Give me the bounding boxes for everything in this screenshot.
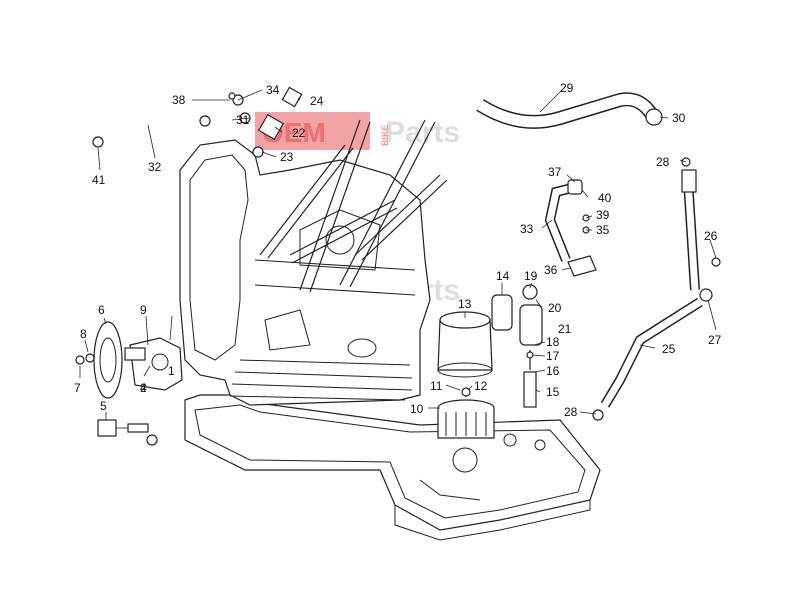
part-label-30: 30 xyxy=(672,111,686,125)
part-label-5: 5 xyxy=(100,399,107,413)
part-label-18: 18 xyxy=(546,335,560,349)
part-label-38: 38 xyxy=(172,93,186,107)
breather-pipe-29 xyxy=(476,92,663,129)
oil-pressure-switch-22 xyxy=(228,86,303,158)
cartridge-21 xyxy=(519,284,543,346)
leader-lines xyxy=(79,89,717,420)
part-label-14: 14 xyxy=(496,269,510,283)
part-label-36: 36 xyxy=(544,263,558,277)
watermark-text-bike: BIKE xyxy=(380,124,390,146)
part-label-31: 31 xyxy=(236,113,250,127)
part-label-19: 19 xyxy=(524,269,538,283)
part-label-37: 37 xyxy=(548,165,562,179)
part-label-16: 16 xyxy=(546,364,560,378)
watermark-text-parts: Parts xyxy=(385,116,460,149)
part-label-33: 33 xyxy=(520,222,534,236)
part-label-27: 27 xyxy=(708,333,722,347)
part-label-20: 20 xyxy=(548,301,562,315)
part-label-6: 6 xyxy=(98,303,105,317)
part-label-1: 1 xyxy=(168,364,175,378)
part-label-28-lower: 28 xyxy=(564,405,578,419)
part-label-15: 15 xyxy=(546,385,560,399)
crankcase-block xyxy=(179,139,431,406)
part-label-39: 39 xyxy=(596,208,610,222)
part-label-21: 21 xyxy=(558,322,572,336)
part-label-13: 13 xyxy=(458,297,472,311)
part-label-32: 32 xyxy=(148,160,162,174)
oil-sump-pan xyxy=(184,394,601,541)
part-label-34: 34 xyxy=(266,83,280,97)
part-label-9: 9 xyxy=(140,303,147,317)
watermark-logo-top: OEM Parts BIKE xyxy=(255,112,460,150)
oil-hose-25 xyxy=(592,157,721,421)
part-label-7: 7 xyxy=(74,381,81,395)
part-label-2: 2 xyxy=(140,381,147,395)
cartridge-14 xyxy=(491,294,513,331)
part-label-25: 25 xyxy=(662,342,676,356)
part-label-35: 35 xyxy=(596,223,610,237)
part-label-40: 40 xyxy=(598,191,612,205)
oil-pump-1 xyxy=(124,337,183,391)
part-label-29: 29 xyxy=(560,81,574,95)
part-label-8: 8 xyxy=(80,327,87,341)
part-label-17: 17 xyxy=(546,349,560,363)
part-label-41: 41 xyxy=(92,173,106,187)
part-label-22: 22 xyxy=(292,126,306,140)
cylinder-studs xyxy=(259,119,448,293)
timing-gear-6 xyxy=(75,321,123,399)
breather-hose-32 xyxy=(92,115,211,148)
part-label-4: 4 xyxy=(140,381,147,395)
part-label-28-upper: 28 xyxy=(656,155,670,169)
part-label-26: 26 xyxy=(704,229,718,243)
oil-filter-13 xyxy=(437,311,493,378)
valve-parts-15-18 xyxy=(523,350,537,408)
part-label-12: 12 xyxy=(474,379,488,393)
part-label-23: 23 xyxy=(280,150,294,164)
part-label-24: 24 xyxy=(310,94,324,108)
filter-element-10 xyxy=(437,387,495,439)
part-label-11: 11 xyxy=(430,379,443,393)
filter-cap-5 xyxy=(97,419,158,446)
part-label-10: 10 xyxy=(410,402,424,416)
oil-pipe-33 xyxy=(544,179,597,277)
part-labels: 1 2 3 4 5 6 7 8 9 10 11 12 13 14 15 16 1… xyxy=(74,81,722,419)
